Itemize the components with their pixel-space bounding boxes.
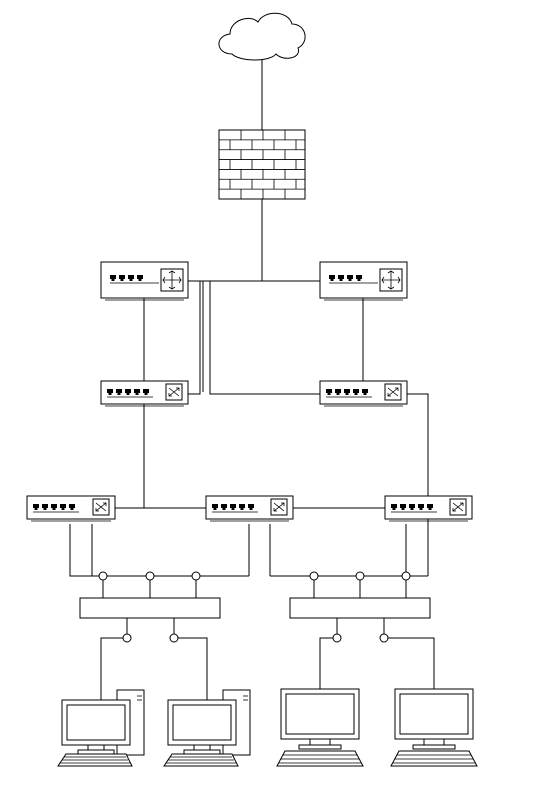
junction-dot	[191, 571, 201, 581]
junction-dot	[122, 633, 132, 643]
port-jack	[69, 504, 75, 510]
cable-pc-2	[174, 637, 208, 728]
junction-dot	[332, 633, 342, 643]
connection-lines	[69, 60, 435, 728]
pc-2[interactable]	[163, 689, 251, 767]
port-jack	[128, 275, 134, 281]
port-jack	[400, 504, 406, 510]
port-group	[110, 275, 159, 284]
switch-icon	[92, 498, 110, 516]
port-jack	[230, 504, 236, 510]
link-core-right-access-3	[406, 393, 429, 576]
port-jack	[344, 389, 350, 395]
access-switch-3[interactable]	[384, 495, 473, 522]
port-group	[329, 275, 378, 284]
port-jack	[60, 504, 66, 510]
monitor-keyboard-icon	[276, 688, 364, 767]
port-jack	[125, 389, 131, 395]
access-switch-1[interactable]	[26, 495, 116, 522]
monitor-keyboard-icon	[390, 688, 478, 767]
junction-dot	[169, 633, 179, 643]
port-group	[33, 504, 79, 513]
patch-panel-left[interactable]	[79, 597, 221, 619]
port-jack	[335, 389, 341, 395]
port-jack	[338, 275, 344, 281]
port-jack	[110, 275, 116, 281]
port-group	[107, 389, 153, 398]
port-jack	[427, 504, 433, 510]
switch-icon	[384, 383, 402, 401]
core-switch-left[interactable]	[100, 380, 189, 407]
port-jack	[33, 504, 39, 510]
port-jack	[391, 504, 397, 510]
port-jack	[356, 275, 362, 281]
link-access-1-panel	[69, 524, 249, 577]
port-jack	[418, 504, 424, 510]
port-jack	[248, 504, 254, 510]
switch-icon	[165, 383, 183, 401]
junction-dot	[355, 571, 365, 581]
workstation-3[interactable]	[276, 688, 364, 767]
access-switch-2[interactable]	[205, 495, 294, 522]
cloud-icon	[218, 12, 306, 61]
desktop-computer-icon	[163, 689, 251, 767]
switch-icon	[449, 498, 467, 516]
router-right[interactable]	[319, 261, 408, 301]
workstation-4[interactable]	[390, 688, 478, 767]
port-jack	[329, 275, 335, 281]
junction-dot	[145, 571, 155, 581]
router-icon	[379, 268, 403, 292]
port-jack	[42, 504, 48, 510]
port-jack	[353, 389, 359, 395]
port-jack	[409, 504, 415, 510]
junction-dot	[98, 571, 108, 581]
desktop-computer-icon	[57, 689, 145, 767]
brick-wall-icon	[218, 129, 306, 200]
patch-panel-right[interactable]	[289, 597, 431, 619]
junction-points	[98, 571, 411, 643]
port-jack	[119, 275, 125, 281]
port-jack	[212, 504, 218, 510]
cable-pc-1	[100, 637, 127, 728]
link-router-left-access-2	[188, 281, 201, 395]
port-group	[212, 504, 258, 513]
port-jack	[326, 389, 332, 395]
port-jack	[134, 389, 140, 395]
port-jack	[347, 275, 353, 281]
port-group	[391, 504, 437, 513]
junction-dot	[379, 633, 389, 643]
port-jack	[51, 504, 57, 510]
port-jack	[221, 504, 227, 510]
junction-dot	[309, 571, 319, 581]
router-left[interactable]	[100, 261, 189, 301]
link-router-left-core-right	[209, 281, 320, 395]
port-jack	[107, 389, 113, 395]
port-jack	[239, 504, 245, 510]
port-jack	[116, 389, 122, 395]
port-jack	[362, 389, 368, 395]
port-jack	[143, 389, 149, 395]
core-switch-right[interactable]	[319, 380, 408, 407]
port-group	[326, 389, 372, 398]
port-jack	[137, 275, 143, 281]
switch-icon	[270, 498, 288, 516]
pc-1[interactable]	[57, 689, 145, 767]
junction-dot	[401, 571, 411, 581]
router-icon	[160, 268, 184, 292]
